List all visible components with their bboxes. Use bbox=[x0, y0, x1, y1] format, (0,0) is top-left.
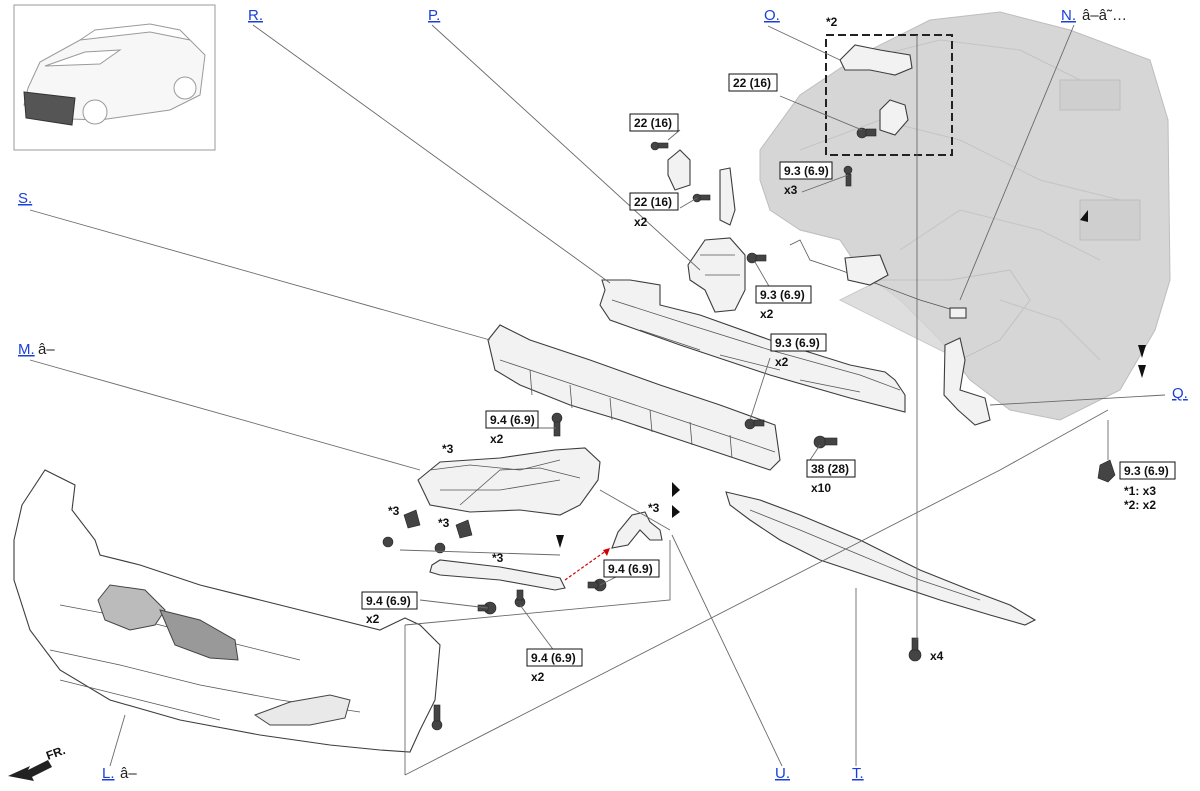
quantity-label: x2 bbox=[366, 612, 380, 626]
clip-quantity-label: x4 bbox=[930, 649, 944, 663]
callout-m-suffix: â– bbox=[38, 341, 55, 358]
callout-r[interactable]: R. bbox=[248, 7, 263, 24]
front-direction-arrow-icon: FR. bbox=[8, 743, 67, 781]
direction-markers bbox=[556, 210, 1146, 548]
callout-l-suffix: â– bbox=[120, 765, 137, 782]
callout-s[interactable]: S. bbox=[18, 190, 32, 207]
vehicle-body-background bbox=[759, 11, 1171, 421]
torque-spec-t7: 9.4 (6.9) x2 bbox=[485, 410, 539, 446]
torque-spec-t12: 9.4 (6.9) x2 bbox=[526, 648, 583, 684]
callout-p[interactable]: P. bbox=[428, 7, 440, 24]
torque-value: 22 (16) bbox=[634, 116, 672, 130]
vehicle-locator-icon bbox=[23, 23, 206, 126]
quantity-label: x2 bbox=[531, 670, 545, 684]
note-star3: *3 bbox=[648, 501, 660, 515]
torque-spec-t2: 22 (16) bbox=[629, 113, 679, 132]
callout-u[interactable]: U. bbox=[775, 765, 790, 782]
side-bracket-u bbox=[611, 511, 663, 549]
torque-spec-t9: 9.3 (6.9) *1: x3 *2: x2 bbox=[1119, 461, 1176, 512]
detail-box-star2 bbox=[825, 34, 953, 156]
note-star2: *2 bbox=[826, 15, 838, 29]
quantity-label: x3 bbox=[784, 183, 798, 197]
torque-spec-t5: 9.3 (6.9) x2 bbox=[755, 285, 812, 321]
callout-t[interactable]: T. bbox=[852, 765, 864, 782]
torque-spec-t6: 9.3 (6.9) x2 bbox=[770, 333, 827, 369]
callout-l[interactable]: L. bbox=[102, 765, 115, 782]
torque-spec-t8: 38 (28) x10 bbox=[806, 459, 856, 495]
fog-light-housing bbox=[417, 447, 601, 516]
torque-value: 9.4 (6.9) bbox=[531, 651, 576, 665]
torque-spec-t11: 9.4 (6.9) x2 bbox=[361, 591, 418, 626]
upper-brackets bbox=[667, 44, 913, 226]
vehicle-locator-inset bbox=[13, 4, 216, 151]
torque-value: 9.4 (6.9) bbox=[366, 594, 411, 608]
lower-bracket-strip bbox=[429, 559, 566, 591]
bracket-p bbox=[687, 237, 746, 313]
quantity-label: x2 bbox=[634, 215, 648, 229]
torque-value: 22 (16) bbox=[634, 195, 672, 209]
front-bumper-cover bbox=[13, 469, 441, 753]
torque-value: 9.3 (6.9) bbox=[760, 288, 805, 302]
callout-m[interactable]: M. bbox=[18, 341, 35, 358]
legend-star2: *2: x2 bbox=[1124, 498, 1156, 512]
callout-n[interactable]: N. bbox=[1061, 7, 1076, 24]
torque-value: 9.3 (6.9) bbox=[784, 164, 829, 178]
torque-value: 9.3 (6.9) bbox=[1124, 464, 1169, 478]
note-star3: *3 bbox=[438, 516, 450, 530]
quantity-label: x2 bbox=[490, 432, 504, 446]
legend-star1: *1: x3 bbox=[1124, 484, 1156, 498]
energy-absorber bbox=[487, 324, 781, 471]
quantity-label: x2 bbox=[760, 307, 774, 321]
torque-value: 38 (28) bbox=[811, 462, 849, 476]
fasteners bbox=[382, 127, 1116, 731]
bumper-reinforcement bbox=[599, 279, 906, 413]
torque-spec-t4: 9.3 (6.9) x3 bbox=[779, 161, 833, 197]
callout-q[interactable]: Q. bbox=[1172, 385, 1188, 402]
lower-absorber-cover bbox=[725, 491, 1037, 626]
side-bracket-q bbox=[943, 337, 991, 426]
note-star3: *3 bbox=[388, 504, 400, 518]
torque-value: 9.4 (6.9) bbox=[608, 562, 653, 576]
torque-value: 9.4 (6.9) bbox=[490, 413, 535, 427]
torque-value: 9.3 (6.9) bbox=[775, 336, 820, 350]
front-direction-label: FR. bbox=[44, 743, 67, 763]
hood-latch-cable bbox=[789, 239, 967, 319]
quantity-label: x2 bbox=[775, 355, 789, 369]
callout-o[interactable]: O. bbox=[764, 7, 780, 24]
torque-value: 22 (16) bbox=[733, 76, 771, 90]
note-star3: *3 bbox=[492, 551, 504, 565]
torque-spec-t3: 22 (16) x2 bbox=[629, 192, 679, 229]
callout-n-suffix: â–â˜… bbox=[1082, 7, 1127, 24]
note-star3: *3 bbox=[442, 442, 454, 456]
torque-spec-t10: 9.4 (6.9) bbox=[603, 559, 660, 578]
torque-spec-t1: 22 (16) bbox=[728, 73, 778, 92]
leader-lines bbox=[29, 24, 1166, 776]
quantity-label: x10 bbox=[811, 481, 831, 495]
installation-direction-arrow bbox=[564, 547, 611, 581]
